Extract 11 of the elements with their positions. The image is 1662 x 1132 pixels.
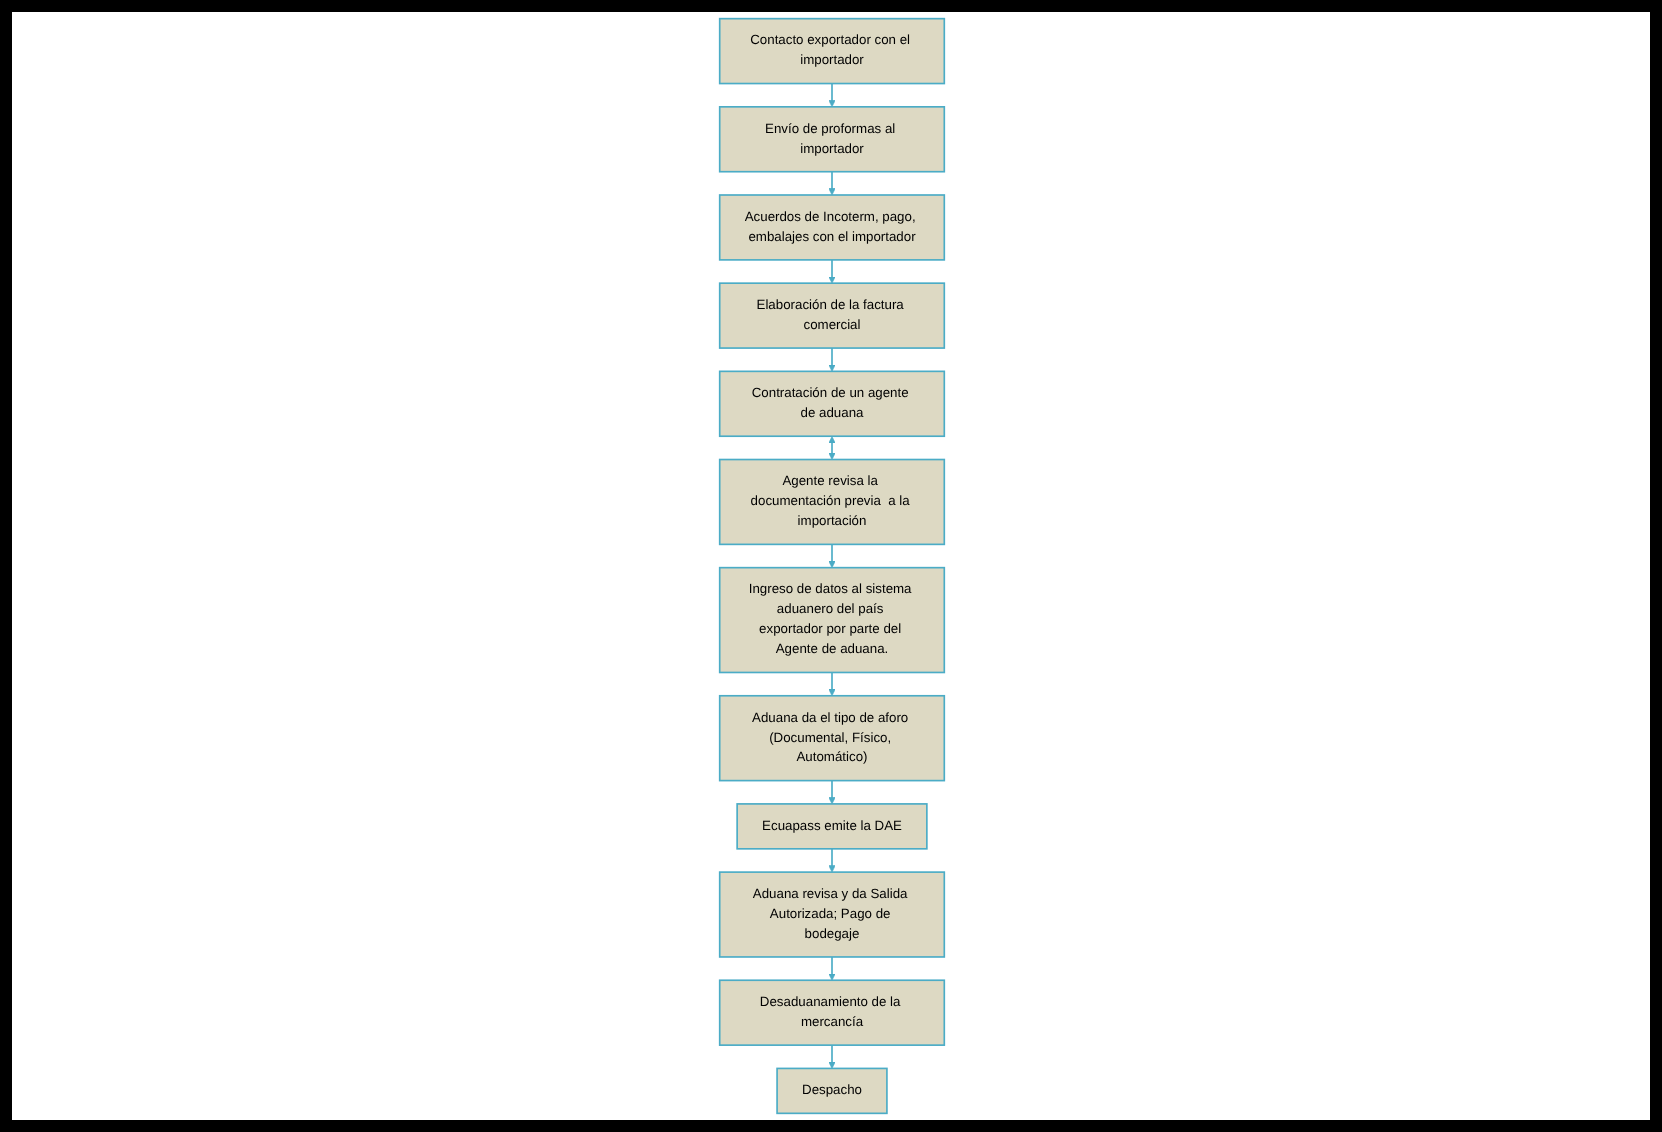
arrow xyxy=(827,543,835,568)
arrow xyxy=(827,170,835,196)
arrow xyxy=(827,82,835,108)
arrow xyxy=(827,779,835,805)
arrow xyxy=(827,436,835,460)
arrow xyxy=(827,848,835,873)
arrow xyxy=(827,347,835,372)
arrow xyxy=(827,1044,835,1069)
arrow xyxy=(827,259,835,284)
arrow xyxy=(827,671,835,697)
arrow xyxy=(827,956,835,981)
